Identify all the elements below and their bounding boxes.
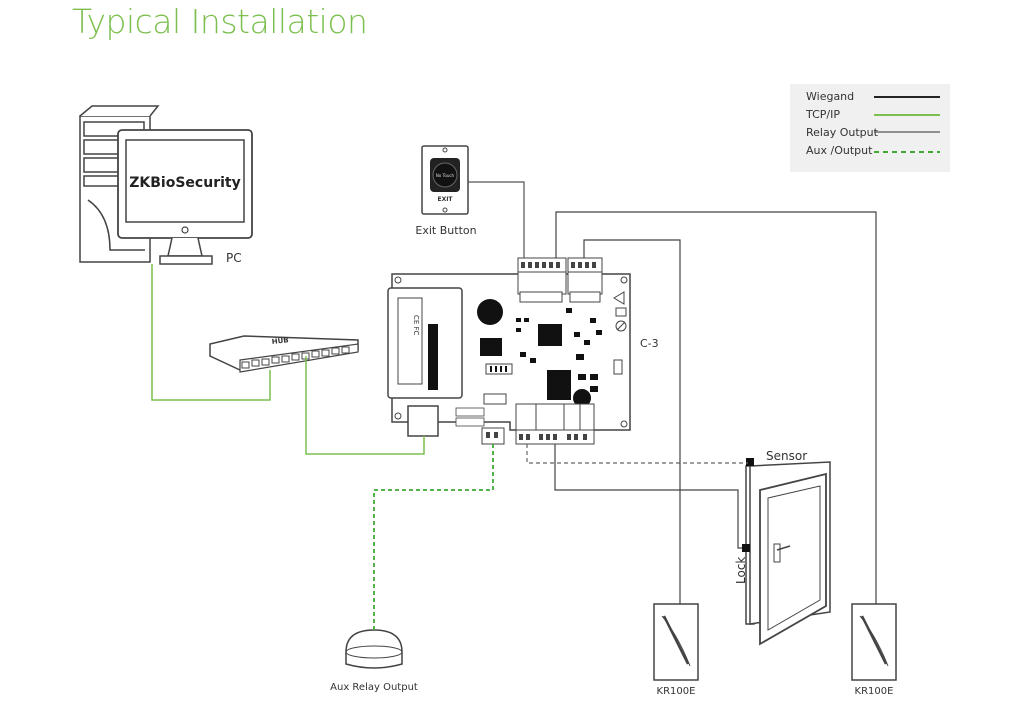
sensor-label: Sensor <box>766 449 807 463</box>
exit-button-label: Exit Button <box>415 224 476 237</box>
power-icon <box>181 226 189 234</box>
controller-board: CE FC <box>387 257 631 445</box>
sensor-wire <box>526 444 748 464</box>
main-chip <box>538 324 562 346</box>
svg-text:CE FC: CE FC <box>412 315 420 336</box>
legend-label-tcpip: TCP/IP <box>805 108 840 121</box>
tcpip-wires <box>151 264 425 455</box>
wiegand-wires <box>555 211 877 604</box>
card-reader-right <box>851 603 897 681</box>
lock-wire <box>554 444 742 549</box>
page-title: Typical Installation <box>72 2 368 41</box>
no-touch-text: No Touch <box>436 173 455 178</box>
door-handle <box>773 543 781 563</box>
card-reader-left <box>653 603 699 681</box>
software-name: ZKBioSecurity <box>129 175 240 191</box>
exit-text: EXIT <box>437 196 453 203</box>
hub-label: HUB <box>271 336 289 346</box>
pc-label: PC <box>226 251 242 265</box>
door-lock <box>742 544 750 552</box>
buzzer <box>477 299 503 325</box>
aux-relay-lamp <box>345 629 403 669</box>
door-sensor <box>746 458 754 466</box>
aux-relay-label: Aux Relay Output <box>330 682 418 693</box>
reader-left-label: KR100E <box>657 686 696 697</box>
exit-button-device <box>421 145 469 215</box>
aux-output-wire <box>373 444 494 630</box>
network-hub <box>209 335 359 373</box>
controller-label: C-3 <box>640 337 659 350</box>
ethernet-port <box>407 405 439 437</box>
reader-right-label: KR100E <box>855 686 894 697</box>
legend-label-aux: Aux /Output <box>806 144 873 157</box>
legend-label-wiegand: Wiegand <box>806 90 854 103</box>
door <box>742 458 831 646</box>
exit-button-wire <box>468 181 525 258</box>
legend-label-relay: Relay Output <box>806 126 879 139</box>
legend: Wiegand TCP/IP Relay Output Aux /Output <box>790 84 950 172</box>
lock-label: Lock <box>734 557 748 584</box>
legend-box <box>790 84 950 172</box>
pc-monitor <box>117 129 253 265</box>
